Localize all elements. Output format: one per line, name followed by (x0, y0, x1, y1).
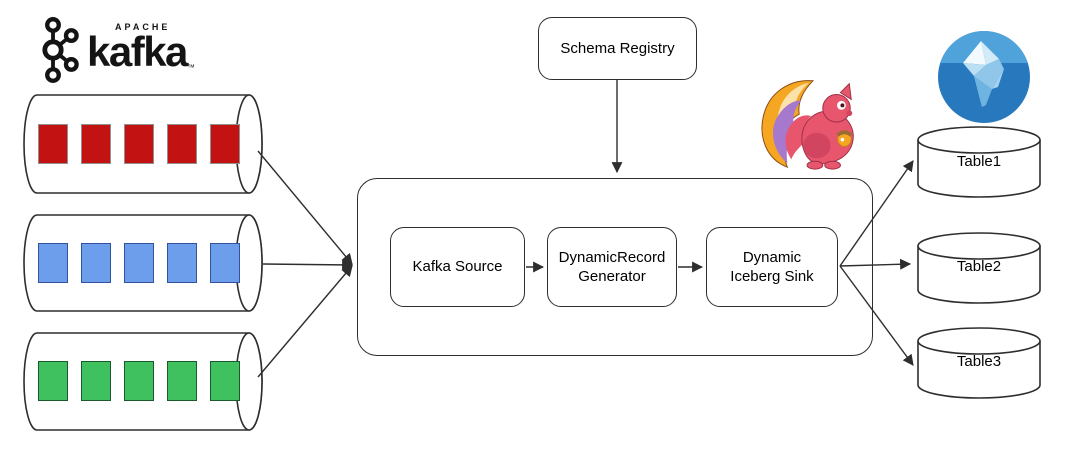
schema-registry-label: Schema Registry (560, 39, 675, 57)
topic-green-segment-3 (124, 361, 154, 401)
kafka-trademark: ™ (186, 62, 195, 72)
arrow-sink-to-table3 (839, 265, 914, 366)
flink-logo-icon (761, 80, 854, 170)
table1-label: Table1 (956, 153, 1002, 170)
topic-red-segment-4 (167, 124, 197, 164)
schema-registry-node: Schema Registry (538, 17, 697, 80)
topic-green-segment-2 (81, 361, 111, 401)
arrow-sink-to-table1 (839, 160, 914, 267)
kafka-apache-text: APACHE (115, 22, 171, 32)
kafka-icon (42, 17, 79, 83)
topic-blue-segment-1 (38, 243, 68, 283)
table2-cylinder-top (917, 232, 1041, 260)
topic-green-segment-5 (210, 361, 240, 401)
table3-cylinder (917, 341, 1041, 399)
arrow-topic-green-to-flink-job (257, 265, 353, 378)
dynamic-record-generator-node: DynamicRecord Generator (547, 227, 677, 307)
table3-label: Table3 (956, 353, 1002, 370)
kafka-source-label: Kafka Source (412, 258, 503, 276)
dynamic-iceberg-sink-node: Dynamic Iceberg Sink (706, 227, 838, 307)
dynamic-iceberg-sink-label: Dynamic Iceberg Sink (730, 248, 814, 286)
dynamic-record-generator-label: DynamicRecord Generator (558, 248, 666, 286)
topic-blue-segment-5 (210, 243, 240, 283)
table3-cylinder-top (917, 327, 1041, 355)
arrow-topic-blue-to-flink-job (262, 259, 354, 271)
topic-blue-segment-4 (167, 243, 197, 283)
topic-green-segment-4 (167, 361, 197, 401)
topic-blue-segment-2 (81, 243, 111, 283)
topic-red-segment-1 (38, 124, 68, 164)
iceberg-logo-icon (938, 31, 1030, 123)
table2-cylinder (917, 246, 1041, 304)
topic-blue-segment-3 (124, 243, 154, 283)
topic-red-messages (38, 124, 240, 164)
table1-cylinder (917, 140, 1041, 198)
flink-job-container (357, 178, 873, 356)
arrow-sink-to-table2 (839, 258, 912, 270)
topic-blue-messages (38, 243, 240, 283)
arrow-topic-red-to-flink-job (257, 150, 353, 265)
topic-red-segment-2 (81, 124, 111, 164)
kafka-source-node: Kafka Source (390, 227, 525, 307)
table1-cylinder-top (917, 126, 1041, 154)
topic-red-segment-3 (124, 124, 154, 164)
topic-green-segment-1 (38, 361, 68, 401)
topic-red-segment-5 (210, 124, 240, 164)
topic-green-messages (38, 361, 240, 401)
kafka-wordmark-text: kafka (87, 28, 188, 75)
table2-label: Table2 (956, 258, 1002, 275)
